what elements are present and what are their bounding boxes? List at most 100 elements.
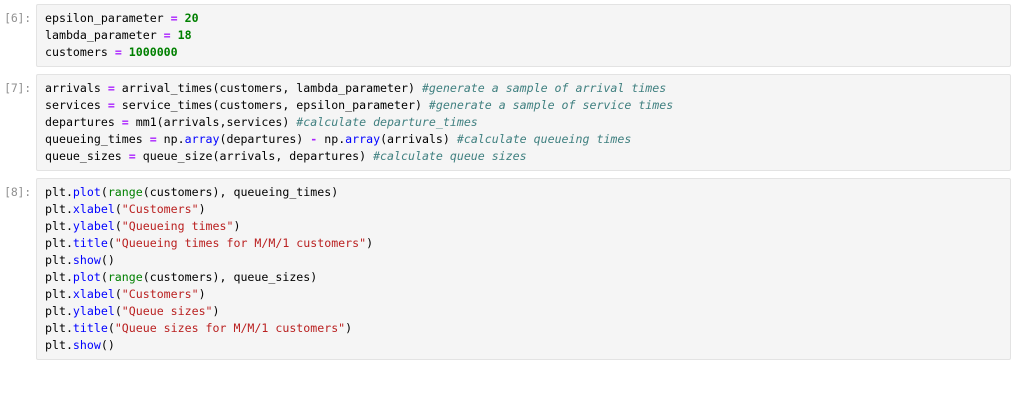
token-plain: ( [100, 185, 108, 199]
token-func: xlabel [72, 202, 115, 216]
token-str: "Queue sizes for M/M/1 customers" [114, 321, 346, 335]
token-op: = [149, 132, 157, 146]
token-plain: queue_size(arrivals, departures) [135, 149, 374, 163]
token-func: array [345, 132, 381, 146]
token-func: title [72, 321, 108, 335]
token-plain: ) [212, 304, 220, 318]
token-plain: departures [45, 115, 122, 129]
token-comment: #generate a sample of service times [428, 98, 674, 112]
token-plain: (arrivals) [380, 132, 457, 146]
token-plain: (departures) [219, 132, 311, 146]
token-plain: ( [114, 219, 122, 233]
token-plain: ( [100, 270, 108, 284]
token-plain: ( [114, 304, 122, 318]
code-editor[interactable]: plt.plot(range(customers), queueing_time… [36, 178, 1011, 360]
code-cell[interactable]: [7]:arrivals = arrival_times(customers, … [0, 74, 1024, 171]
code-line: plt.plot(range(customers), queueing_time… [45, 184, 1004, 201]
token-plain: plt. [45, 270, 73, 284]
token-plain: plt. [45, 338, 73, 352]
token-op: = [107, 81, 115, 95]
token-func: show [72, 338, 101, 352]
notebook-container: [6]: epsilon_parameter = 20 lambda_paramet… [0, 4, 1024, 360]
token-plain: plt. [45, 219, 73, 233]
token-comment: #calculate queue sizes [373, 149, 527, 163]
code-line: plt.title("Queue sizes for M/M/1 custome… [45, 320, 1004, 337]
token-plain: ) [198, 202, 206, 216]
token-op: = [128, 149, 136, 163]
token-plain: plt. [45, 287, 73, 301]
token-plain: services [45, 98, 108, 112]
token-comment: #calculate queueing times [456, 132, 632, 146]
code-line: queueing_times = np.array(departures) - … [45, 131, 1004, 148]
token-comment: #generate a sample of arrival times [421, 81, 667, 95]
token-str: "Queue sizes" [121, 304, 213, 318]
token-func: xlabel [72, 287, 115, 301]
token-op: = [107, 98, 115, 112]
token-comment: #calculate departure_times [296, 115, 478, 129]
token-op: = [170, 11, 178, 25]
token-plain: epsilon_parameter [45, 11, 171, 25]
token-num: 18 [177, 28, 192, 42]
code-editor[interactable]: arrivals = arrival_times(customers, lamb… [36, 74, 1011, 171]
cell-prompt-label: [8]: [4, 185, 31, 199]
token-plain: plt. [45, 321, 73, 335]
token-plain: lambda_parameter [45, 28, 164, 42]
token-plain: queueing_times [45, 132, 150, 146]
code-line: plt.show() [45, 337, 1004, 354]
token-builtin: range [107, 270, 143, 284]
code-line: queue_sizes = queue_size(arrivals, depar… [45, 148, 1004, 165]
token-str: "Customers" [121, 287, 199, 301]
cell-prompt-label: [6]: [4, 11, 31, 25]
token-plain: arrivals [45, 81, 108, 95]
token-str: "Customers" [121, 202, 199, 216]
token-plain: ( [107, 236, 115, 250]
token-plain: customers [45, 45, 115, 59]
code-cell[interactable]: [6]: epsilon_parameter = 20 lambda_paramet… [0, 4, 1024, 67]
token-plain: ( [114, 287, 122, 301]
token-plain: plt. [45, 185, 73, 199]
token-func: plot [72, 185, 101, 199]
token-num: 1000000 [128, 45, 178, 59]
token-op: = [114, 45, 122, 59]
token-plain [171, 28, 178, 42]
token-num: 20 [184, 11, 199, 25]
token-builtin: range [107, 185, 143, 199]
token-plain: (customers), queue_sizes) [142, 270, 318, 284]
token-plain: ) [345, 321, 353, 335]
token-op: - [310, 132, 318, 146]
token-op: = [163, 28, 171, 42]
token-plain: arrival_times(customers, lambda_paramete… [114, 81, 422, 95]
code-line: plt.xlabel("Customers") [45, 286, 1004, 303]
token-op: = [121, 115, 129, 129]
code-line: plt.ylabel("Queueing times") [45, 218, 1004, 235]
token-plain: () [100, 338, 115, 352]
token-plain: mm1(arrivals,services) [128, 115, 297, 129]
code-line: services = service_times(customers, epsi… [45, 97, 1004, 114]
token-plain [178, 11, 185, 25]
code-line: plt.title("Queueing times for M/M/1 cust… [45, 235, 1004, 252]
token-plain: plt. [45, 236, 73, 250]
token-plain: service_times(customers, epsilon_paramet… [114, 98, 429, 112]
code-line: customers = 1000000 [45, 44, 1004, 61]
code-line: lambda_parameter = 18 [45, 27, 1004, 44]
token-func: ylabel [72, 304, 115, 318]
token-func: array [184, 132, 220, 146]
token-plain: np. [317, 132, 346, 146]
code-line: plt.plot(range(customers), queue_sizes) [45, 269, 1004, 286]
token-func: title [72, 236, 108, 250]
code-line: arrivals = arrival_times(customers, lamb… [45, 80, 1004, 97]
code-line: departures = mm1(arrivals,services) #cal… [45, 114, 1004, 131]
token-plain [122, 45, 129, 59]
token-plain: ( [114, 202, 122, 216]
code-cell[interactable]: [8]:plt.plot(range(customers), queueing_… [0, 178, 1024, 360]
token-func: plot [72, 270, 101, 284]
token-plain: plt. [45, 253, 73, 267]
token-plain: ) [366, 236, 374, 250]
token-plain: plt. [45, 202, 73, 216]
token-str: "Queueing times" [121, 219, 234, 233]
token-plain: (customers), queueing_times) [142, 185, 339, 199]
code-line: plt.ylabel("Queue sizes") [45, 303, 1004, 320]
token-str: "Queueing times for M/M/1 customers" [114, 236, 367, 250]
code-editor[interactable]: epsilon_parameter = 20 lambda_parameter =… [36, 4, 1011, 67]
token-func: show [72, 253, 101, 267]
